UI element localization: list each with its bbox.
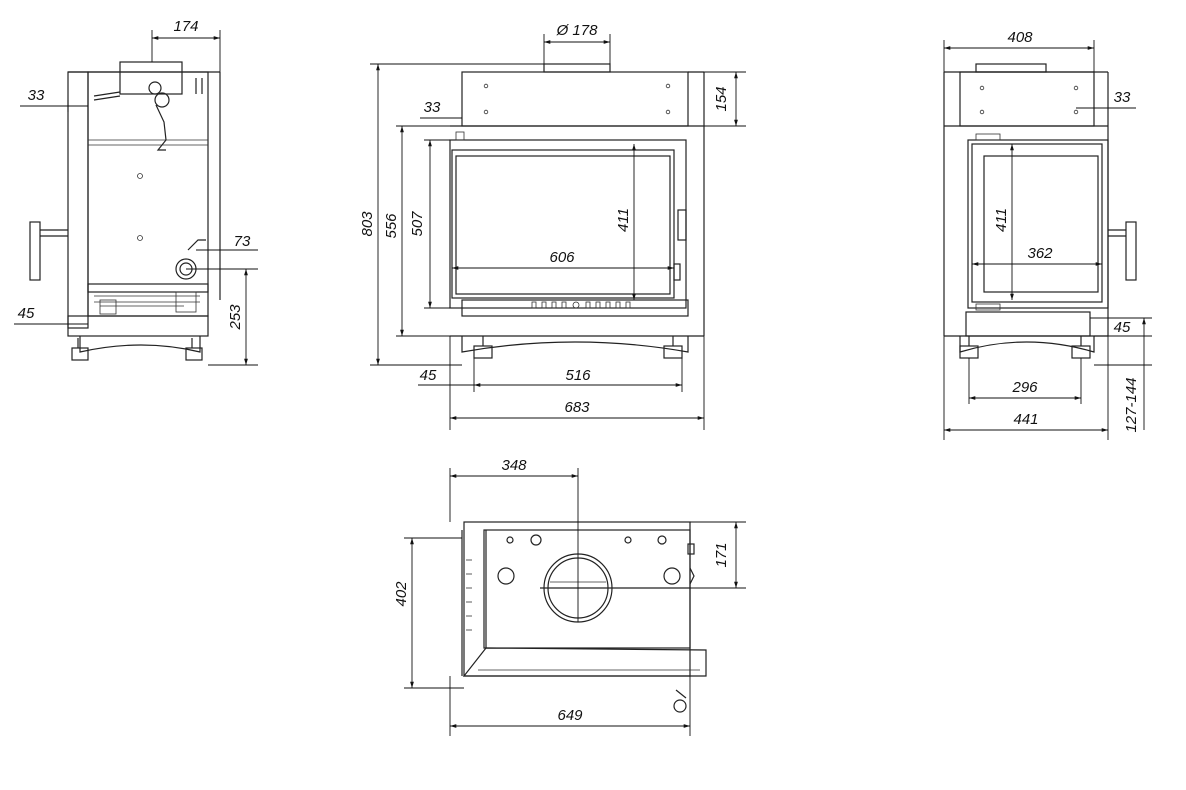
dim-45-right: 45 bbox=[1114, 319, 1131, 336]
dim-649: 649 bbox=[557, 707, 583, 724]
side-view-right: 408 33 411 362 45 127-144 296 441 bbox=[943, 29, 1152, 440]
dim-flue-diameter: Ø 178 bbox=[556, 22, 599, 39]
dim-45-front: 45 bbox=[420, 367, 437, 384]
top-view: 348 171 402 649 bbox=[393, 457, 746, 736]
dim-402: 402 bbox=[393, 581, 410, 607]
dim-171: 171 bbox=[713, 542, 730, 567]
front-view: Ø 178 154 33 803 556 507 411 606 45 bbox=[359, 22, 746, 430]
side-view-left: 174 33 73 45 253 bbox=[14, 18, 258, 366]
dim-803: 803 bbox=[359, 211, 376, 237]
dim-253: 253 bbox=[227, 304, 244, 331]
dim-33-left: 33 bbox=[28, 87, 45, 104]
dim-73: 73 bbox=[234, 233, 251, 250]
dim-516: 516 bbox=[565, 367, 591, 384]
dim-33-front: 33 bbox=[424, 99, 441, 116]
dim-683: 683 bbox=[564, 399, 590, 416]
dim-174: 174 bbox=[173, 18, 198, 35]
dim-348: 348 bbox=[501, 457, 527, 474]
dim-411-front: 411 bbox=[615, 208, 632, 232]
dim-296: 296 bbox=[1011, 379, 1038, 396]
dim-33-right: 33 bbox=[1114, 89, 1131, 106]
vent-slots bbox=[531, 301, 631, 309]
dim-606: 606 bbox=[549, 249, 575, 266]
dim-408: 408 bbox=[1007, 29, 1033, 46]
dim-127-144: 127-144 bbox=[1123, 377, 1140, 432]
dim-411-right: 411 bbox=[993, 208, 1010, 232]
dim-45-left: 45 bbox=[18, 305, 35, 322]
dim-556: 556 bbox=[383, 213, 400, 239]
dim-154: 154 bbox=[713, 86, 730, 111]
dim-507: 507 bbox=[409, 211, 426, 237]
dim-441: 441 bbox=[1013, 411, 1038, 428]
dim-362: 362 bbox=[1027, 245, 1053, 262]
